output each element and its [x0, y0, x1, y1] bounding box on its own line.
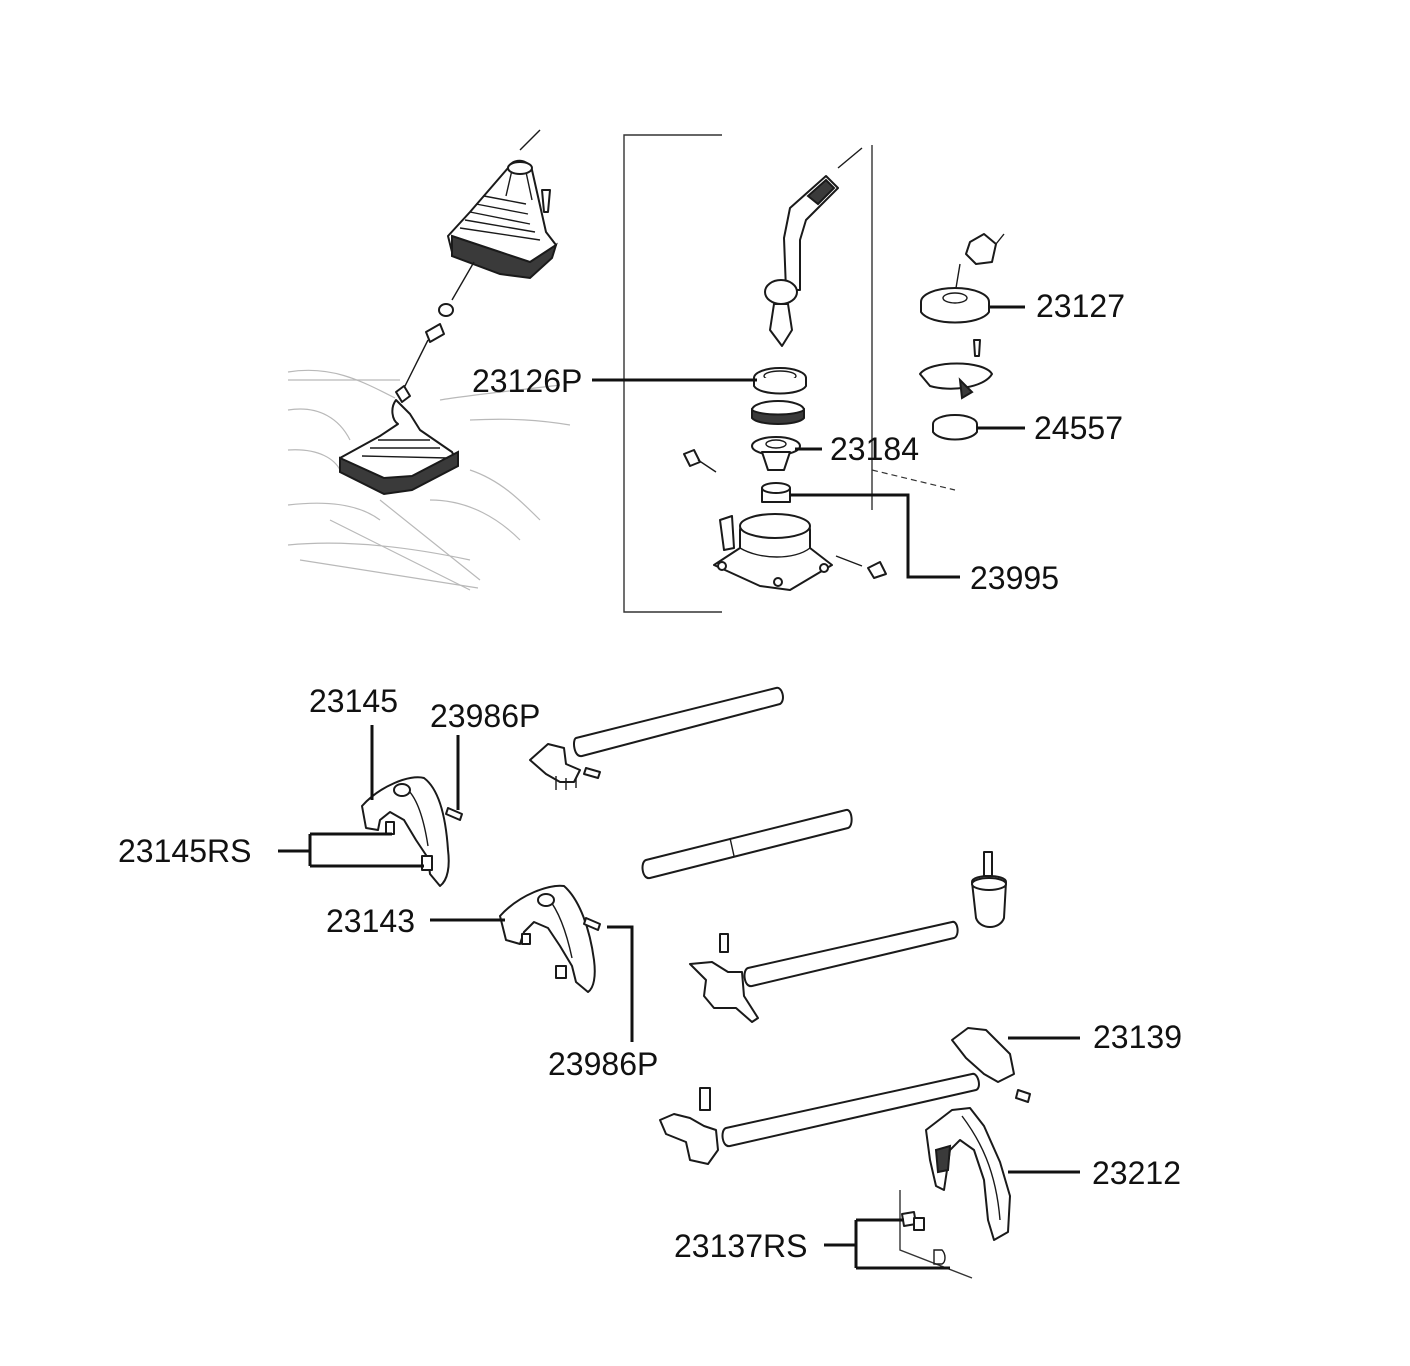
boot-assembly-illustration	[287, 129, 571, 591]
shift-rail-upper	[529, 686, 784, 790]
shifter-assembly-illustration	[623, 134, 1005, 613]
gear-lever	[764, 147, 863, 347]
reverse-lockout-parts	[919, 233, 1005, 441]
lever-ring-stack	[751, 367, 807, 503]
leader-lines	[278, 305, 1080, 1270]
shift-fork-23143	[499, 884, 601, 993]
label-23126p: 23126P	[472, 363, 582, 399]
label-24557: 24557	[1034, 410, 1123, 446]
floor-tunnel-outline	[287, 369, 571, 591]
label-23995: 23995	[970, 560, 1059, 596]
leader-23986p-bottom	[607, 925, 634, 1042]
upper-gaiter	[447, 129, 558, 280]
shifter-base	[683, 449, 887, 591]
label-23212: 23212	[1092, 1155, 1181, 1191]
label-23145: 23145	[309, 683, 398, 719]
shift-rail-selector	[689, 851, 1007, 1023]
lever-linkage	[395, 261, 475, 403]
lower-gaiter	[339, 399, 459, 496]
label-23139: 23139	[1093, 1019, 1182, 1055]
leader-23137rs	[824, 1218, 950, 1270]
label-23986p-top: 23986P	[430, 698, 540, 734]
leader-23995	[790, 493, 960, 579]
shift-fork-23145	[361, 776, 463, 887]
shift-fork-23212	[899, 1107, 1011, 1279]
label-23986p-bottom: 23986P	[548, 1046, 658, 1082]
shift-rail-middle	[641, 808, 853, 880]
label-23127: 23127	[1036, 288, 1125, 324]
label-23143: 23143	[326, 903, 415, 939]
label-23184: 23184	[830, 431, 919, 467]
label-23137rs: 23137RS	[674, 1228, 807, 1264]
label-23145rs: 23145RS	[118, 833, 251, 869]
shift-rails-illustration	[361, 686, 1031, 1279]
part-labels: 23127 23126P 24557 23184 23995 23145 239…	[118, 288, 1182, 1264]
leader-23145rs	[278, 832, 424, 868]
shift-rail-lower	[659, 1027, 1031, 1165]
